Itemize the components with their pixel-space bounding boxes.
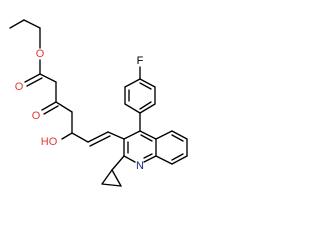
bond-choh-oh [61,132,73,140]
bond-cyclopropyl-c [101,183,122,187]
atom-label-o-ester-carbonyl: O [15,81,24,93]
bond-phenyl-1-2 [124,103,141,114]
bond-vinyl-c3 [107,131,125,140]
atom-labels: O O O HO F N [15,48,144,172]
chemical-structure-diagram: O O O HO F N [9,19,188,187]
bond-vinyl-double-1 [87,131,109,143]
bond-cyclopropyl-a [101,169,113,185]
bond-phenyl-inner-c [139,101,152,110]
bond-c3-c4 [123,130,141,140]
bond-c7-c8 [171,155,188,165]
bond-phenyl-3-4 [124,78,141,88]
bond-c5-c6-inner [171,134,184,142]
atom-label-o-ether: O [36,48,45,60]
bond-c-ketone-ch2 [55,101,73,113]
bond-c8-c8a [155,155,173,165]
bond-lines [9,19,188,187]
bond-c8a-n [143,155,157,163]
bond-c-ketone-o-1 [41,101,57,111]
bond-c7-c8-inner [171,153,184,161]
bond-phenyl-4-5 [139,78,156,88]
bond-ethyl-ch2 [23,19,41,29]
atom-label-nitrogen: N [136,160,144,172]
bond-c4a-c5 [155,130,173,140]
bond-c2-cyclopropyl [111,155,125,171]
bond-c-ester-o-carbonyl-2 [26,77,43,87]
bond-c8a-n-inner [143,153,153,159]
bond-cyclopropyl-b [111,169,122,187]
bond-c5-c6 [171,130,188,140]
bond-phenyl-6-1 [139,103,156,114]
atom-label-fluorine: F [137,55,144,67]
bond-phenyl-inner-b [139,82,152,90]
bond-vinyl-double-2 [89,135,111,147]
atom-label-hydroxyl: HO [41,136,58,148]
bond-n-c2 [123,155,136,163]
bond-c-ester-ch2 [39,73,57,83]
bond-c-ester-o-carbonyl-1 [24,73,41,83]
bond-choh-vinyl [71,132,89,143]
bond-c4-c4a-inner [140,134,153,142]
bond-c4-c4a [139,130,157,140]
bond-ethyl-ch3 [9,19,25,29]
atom-label-o-ketone: O [32,110,41,122]
bond-c-ketone-o-2 [43,105,59,115]
